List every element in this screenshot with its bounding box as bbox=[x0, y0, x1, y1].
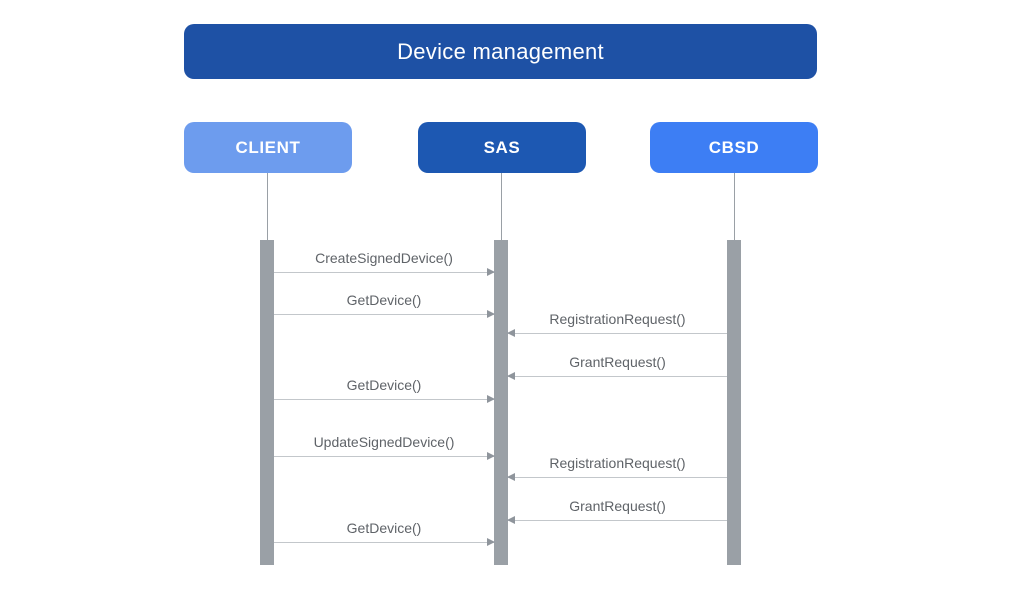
message-label: GrantRequest() bbox=[569, 498, 666, 514]
arrow-left-icon bbox=[507, 329, 727, 337]
activation-bar-cbsd bbox=[727, 240, 741, 565]
arrow-left-icon bbox=[507, 372, 727, 380]
actor-sas: SAS bbox=[418, 122, 586, 173]
message-label: RegistrationRequest() bbox=[549, 455, 686, 471]
arrow-right-icon bbox=[274, 452, 495, 460]
message-label: RegistrationRequest() bbox=[549, 311, 686, 327]
arrow-right-icon bbox=[274, 538, 495, 546]
actor-client-label: CLIENT bbox=[235, 137, 301, 157]
lifeline-cbsd bbox=[734, 173, 735, 240]
activation-bar-sas bbox=[494, 240, 508, 565]
arrow-right-icon bbox=[274, 310, 495, 318]
actor-sas-label: SAS bbox=[483, 137, 521, 157]
arrow-left-icon bbox=[507, 516, 727, 524]
actor-client: CLIENT bbox=[184, 122, 352, 173]
actor-cbsd: CBSD bbox=[650, 122, 818, 173]
arrow-right-icon bbox=[274, 268, 495, 276]
arrow-right-icon bbox=[274, 395, 495, 403]
message-label: GrantRequest() bbox=[569, 354, 666, 370]
message-label: GetDevice() bbox=[346, 292, 422, 308]
lifeline-sas bbox=[501, 173, 502, 240]
arrow-left-icon bbox=[507, 473, 727, 481]
lifeline-client bbox=[267, 173, 268, 240]
diagram-title-banner: Device management bbox=[184, 24, 817, 79]
diagram-title: Device management bbox=[397, 38, 604, 64]
activation-bar-client bbox=[260, 240, 274, 565]
message-label: CreateSignedDevice() bbox=[315, 250, 453, 266]
message-label: UpdateSignedDevice() bbox=[313, 434, 455, 450]
message-label: GetDevice() bbox=[346, 520, 422, 536]
actor-cbsd-label: CBSD bbox=[708, 137, 760, 157]
message-label: GetDevice() bbox=[346, 377, 422, 393]
